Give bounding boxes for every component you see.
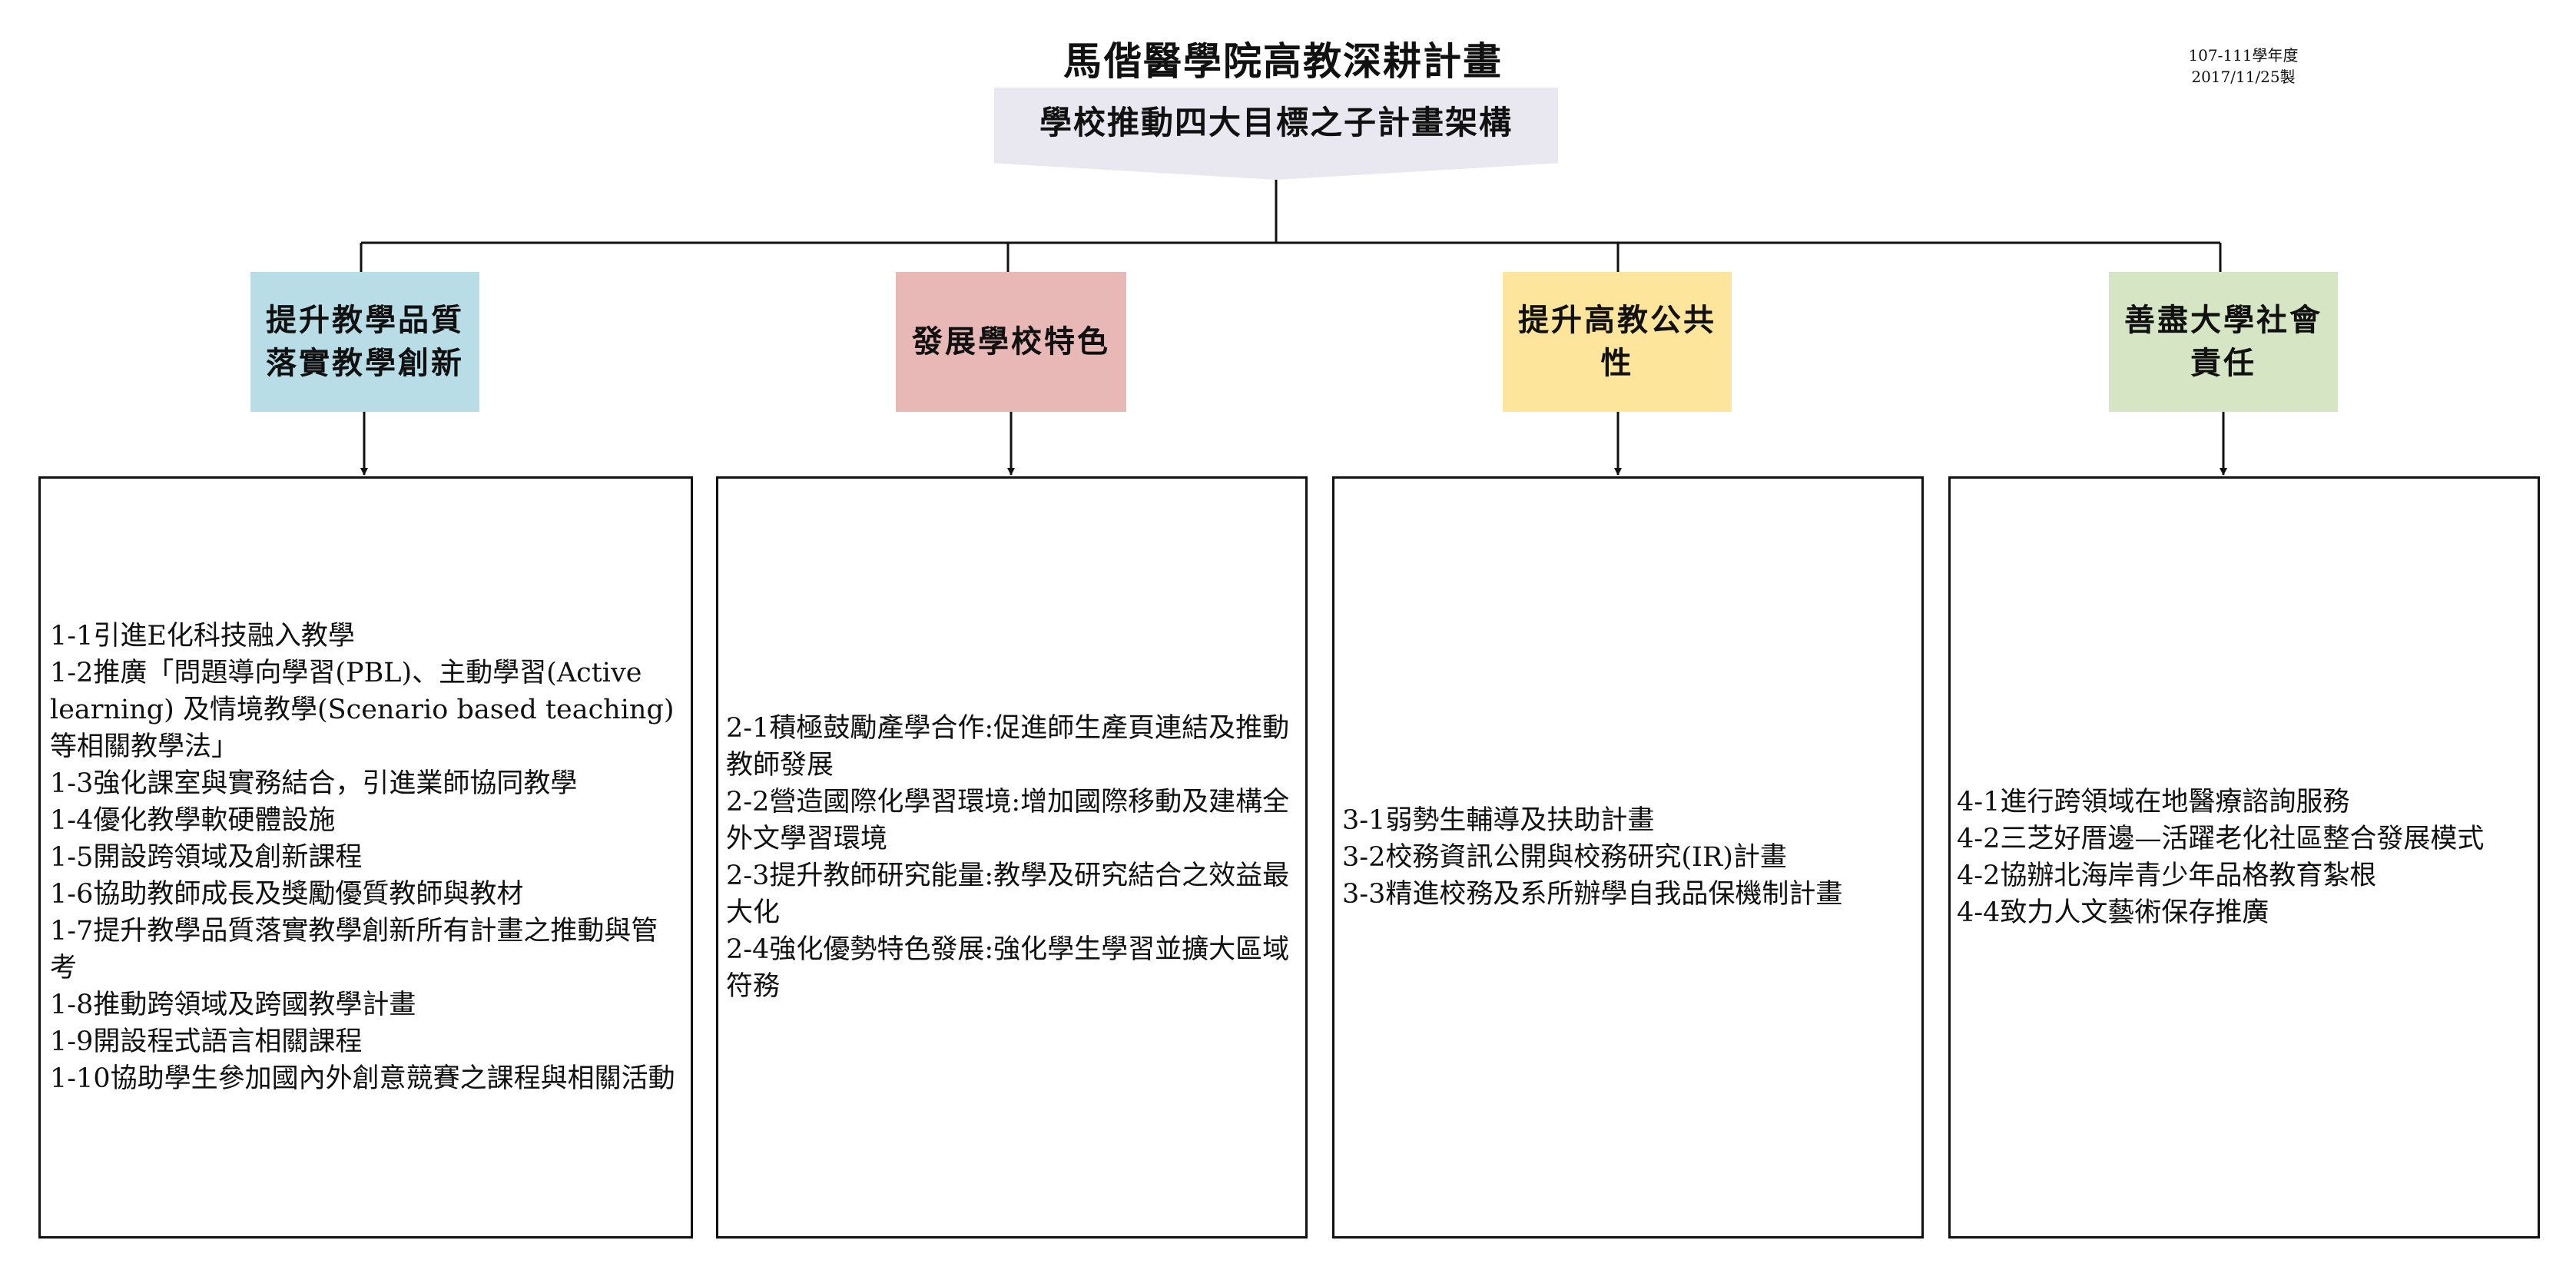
goal-label-1-line1: 提升教學品質 [266, 302, 464, 338]
subplan-item: 2-2營造國際化學習環境:增加國際移動及建構全外文學習環境 [726, 787, 1290, 854]
subplan-panel-2: 2-1積極鼓勵產學合作:促進師生產頁連結及推動教師發展 2-2營造國際化學習環境… [716, 476, 1308, 1238]
subplan-item: 4-1進行跨領域在地醫療諮詢服務 [1957, 787, 2350, 817]
subtitle-banner [994, 88, 1558, 180]
goal-label-2-line1: 發展學校特色 [912, 323, 1110, 360]
goal-label-3-line2: 性 [1600, 345, 1634, 381]
subplan-item: 1-9開設程式語言相關課程 [50, 1026, 363, 1057]
goal-label-4-line2: 責任 [2190, 345, 2256, 381]
subplan-item: 3-1弱勢生輔導及扶助計畫 [1342, 805, 1655, 836]
subplan-panel-3: 3-1弱勢生輔導及扶助計畫 3-2校務資訊公開與校務研究(IR)計畫 3-3精進… [1332, 476, 1924, 1238]
subplan-item: 2-3提升教師研究能量:教學及研究結合之效益最大化 [726, 860, 1290, 928]
goal-label-4-line1: 善盡大學社會 [2124, 302, 2322, 338]
subplan-list-4: 4-1進行跨領域在地醫療諮詢服務 4-2三芝好厝邊—活躍老化社區整合發展模式 4… [1957, 784, 2530, 931]
meta-year-range: 107-111學年度 [2188, 46, 2299, 65]
subplan-panel-4: 4-1進行跨領域在地醫療諮詢服務 4-2三芝好厝邊—活躍老化社區整合發展模式 4… [1948, 476, 2540, 1238]
subplan-item: 1-2推廣「問題導向學習(PBL)、主動學習(Active learning) … [50, 658, 675, 762]
meta-info: 107-111學年度 2017/11/25製 [2143, 45, 2343, 88]
subplan-item: 1-3強化課室與實務結合，引進業師協同教學 [50, 768, 578, 799]
goal-box-3: 提升高教公共 性 [1503, 272, 1732, 412]
goal-label-3-line1: 提升高教公共 [1518, 302, 1716, 338]
subplan-panel-1: 1-1引進E化科技融入教學 1-2推廣「問題導向學習(PBL)、主動學習(Act… [38, 476, 693, 1238]
subplan-item: 1-10協助學生參加國內外創意競賽之課程與相關活動 [50, 1063, 675, 1094]
goal-box-1: 提升教學品質 落實教學創新 [250, 272, 479, 412]
subplan-item: 1-7提升教學品質落實教學創新所有計畫之推動與管考 [50, 916, 658, 983]
subplan-item: 4-2協辦北海岸青少年品格教育紮根 [1957, 860, 2377, 891]
subplan-item: 1-1引進E化科技融入教學 [50, 621, 355, 652]
goal-box-2: 發展學校特色 [896, 272, 1126, 412]
subplan-item: 2-1積極鼓勵產學合作:促進師生產頁連結及推動教師發展 [726, 713, 1290, 781]
meta-date: 2017/11/25製 [2191, 68, 2296, 86]
chart-subtitle: 學校推動四大目標之子計畫架構 [1039, 104, 1513, 141]
subplan-list-3: 3-1弱勢生輔導及扶助計畫 3-2校務資訊公開與校務研究(IR)計畫 3-3精進… [1342, 802, 1911, 913]
subplan-item: 3-3精進校務及系所辦學自我品保機制計畫 [1342, 879, 1843, 910]
subplan-item: 3-2校務資訊公開與校務研究(IR)計畫 [1342, 842, 1787, 873]
subplan-item: 1-5開設跨領域及創新課程 [50, 842, 363, 873]
goal-box-4: 善盡大學社會 責任 [2109, 272, 2338, 412]
subplan-item: 4-4致力人文藝術保存推廣 [1957, 897, 2269, 928]
subplan-item: 4-2三芝好厝邊—活躍老化社區整合發展模式 [1957, 824, 2485, 854]
subplan-list-1: 1-1引進E化科技融入教學 1-2推廣「問題導向學習(PBL)、主動學習(Act… [50, 618, 685, 1097]
chart-title: 馬偕醫學院高教深耕計畫 [1063, 38, 1503, 84]
subplan-item: 2-4強化優勢特色發展:強化學生學習並擴大區域符務 [726, 934, 1290, 1002]
subplan-list-2: 2-1積極鼓勵產學合作:促進師生產頁連結及推動教師發展 2-2營造國際化學習環境… [726, 710, 1295, 1005]
subplan-item: 1-4優化教學軟硬體設施 [50, 805, 336, 836]
subplan-item: 1-6協助教師成長及獎勵優質教師與教材 [50, 879, 524, 910]
goal-label-1-line2: 落實教學創新 [266, 345, 464, 381]
subplan-item: 1-8推動跨領域及跨國教學計畫 [50, 990, 416, 1020]
